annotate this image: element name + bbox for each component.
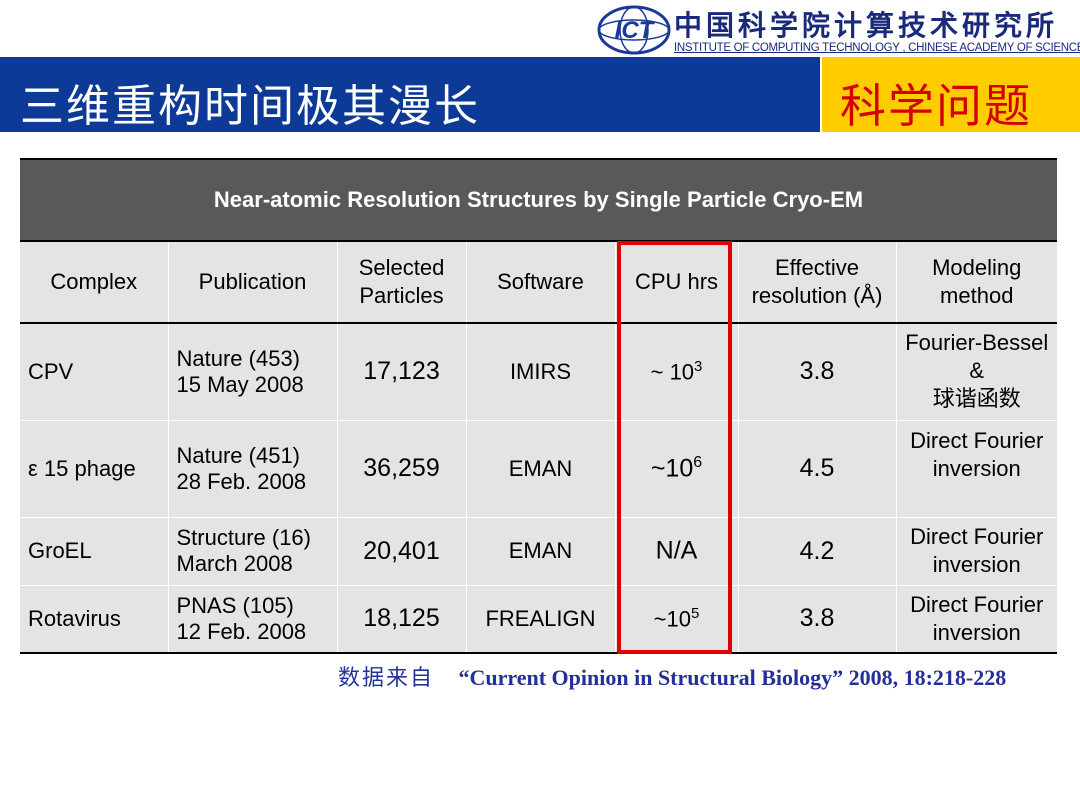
cell-cpu: ~ 103 (615, 323, 739, 421)
logo-mark: ICT (615, 17, 656, 44)
cell-resolution: 4.2 (738, 517, 897, 586)
table-row: GroEL Structure (16)March 2008 20,401 EM… (20, 517, 1057, 586)
institute-logo: ICT 中国科学院计算技术研究所 INSTITUTE OF COMPUTING … (596, 2, 1080, 56)
title-bar (0, 57, 820, 132)
cell-publication: Nature (451)28 Feb. 2008 (168, 420, 338, 518)
header-cpu: CPU hrs (615, 241, 739, 324)
cell-software: EMAN (466, 420, 616, 518)
cryo-em-table: Near-atomic Resolution Structures by Sin… (20, 158, 1057, 654)
cell-publication: PNAS (105)12 Feb. 2008 (168, 585, 338, 654)
institute-name-cn: 中国科学院计算技术研究所 (674, 9, 1059, 42)
cell-software: FREALIGN (466, 585, 616, 654)
cell-particles: 36,259 (337, 420, 467, 518)
tag-box (822, 57, 1080, 132)
cpu-column-highlight (617, 241, 732, 654)
table-row: ε 15 phage Nature (451)28 Feb. 2008 36,2… (20, 420, 1057, 518)
table-row: CPV Nature (453)15 May 2008 17,123 IMIRS… (20, 323, 1057, 421)
cell-complex: CPV (20, 323, 169, 421)
section-tag: 科学问题 (840, 79, 1032, 133)
cell-particles: 20,401 (337, 517, 467, 586)
source-reference: “Current Opinion in Structural Biology” … (458, 665, 1007, 690)
slide-title: 三维重构时间极其漫长 (20, 81, 480, 132)
source-citation: 数据来自 “Current Opinion in Structural Biol… (338, 660, 1006, 692)
cell-complex: ε 15 phage (20, 420, 169, 518)
cell-resolution: 3.8 (738, 323, 897, 421)
cell-complex: Rotavirus (20, 585, 169, 654)
table-caption: Near-atomic Resolution Structures by Sin… (20, 158, 1057, 242)
header-software: Software (466, 241, 616, 324)
institute-name-en: INSTITUTE OF COMPUTING TECHNOLOGY , CHIN… (674, 42, 1080, 54)
header-complex: Complex (20, 241, 169, 324)
cell-publication: Nature (453)15 May 2008 (168, 323, 338, 421)
cell-cpu: ~106 (615, 420, 739, 518)
cell-particles: 17,123 (337, 323, 467, 421)
table-row: Rotavirus PNAS (105)12 Feb. 2008 18,125 … (20, 585, 1057, 654)
cell-resolution: 4.5 (738, 420, 897, 518)
source-prefix: 数据来自 (338, 666, 435, 691)
cell-particles: 18,125 (337, 585, 467, 654)
cell-resolution: 3.8 (738, 585, 897, 654)
cell-publication: Structure (16)March 2008 (168, 517, 338, 586)
cell-complex: GroEL (20, 517, 169, 586)
table-caption-row: Near-atomic Resolution Structures by Sin… (20, 158, 1057, 242)
cell-software: IMIRS (466, 323, 616, 421)
header-publication: Publication (168, 241, 338, 324)
cell-cpu: ~105 (615, 585, 739, 654)
cell-cpu: N/A (615, 517, 739, 586)
ict-globe-icon: ICT (597, 5, 671, 55)
cell-method: Fourier-Bessel&球谐函数 (896, 323, 1057, 421)
cell-software: EMAN (466, 517, 616, 586)
